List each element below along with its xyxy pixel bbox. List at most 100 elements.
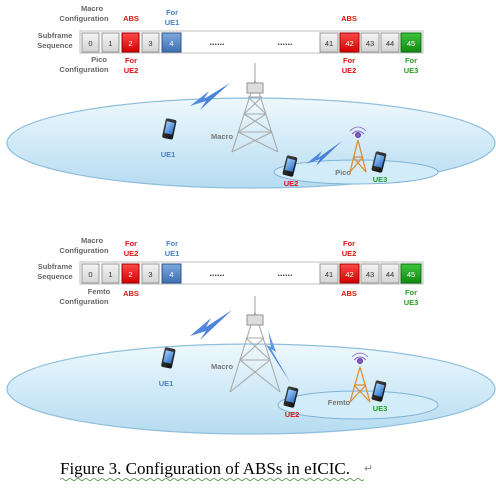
svg-text:45: 45 bbox=[407, 39, 415, 48]
lightning-bolt-macro-to-ue2 bbox=[266, 330, 290, 382]
note-bottom-sf42: ABS bbox=[341, 289, 357, 298]
svg-text:1: 1 bbox=[108, 270, 112, 279]
bottom-config-label-line2: Configuration bbox=[59, 65, 109, 74]
ue2-phone-icon bbox=[283, 386, 299, 408]
ue1-phone-icon bbox=[162, 118, 177, 140]
macro-label: Macro bbox=[211, 362, 234, 371]
note-bottom-sf45-line1: For bbox=[405, 56, 417, 65]
svg-text:0: 0 bbox=[88, 270, 92, 279]
subframe-cell-44: 44 bbox=[380, 263, 400, 284]
subframe-cell-0: 0 bbox=[81, 32, 100, 53]
subframe-ellipsis-left: ...... bbox=[209, 37, 224, 47]
note-bottom-sf2-line1: For bbox=[125, 56, 137, 65]
subframe-cell-3: 3 bbox=[141, 263, 160, 284]
spellcheck-underline bbox=[60, 478, 364, 481]
subframe-cell-45-ue3: 45 bbox=[400, 263, 422, 284]
subframe-cell-4-ue1: 4 bbox=[161, 32, 182, 53]
subframe-cell-41: 41 bbox=[319, 32, 339, 53]
macro-tower-icon bbox=[229, 296, 281, 393]
row-label-line1: Subframe bbox=[38, 31, 73, 40]
subframe-cell-44: 44 bbox=[380, 32, 400, 53]
subframe-cell-0: 0 bbox=[81, 263, 100, 284]
note-bottom-sf2-line2: UE2 bbox=[124, 66, 139, 75]
svg-text:42: 42 bbox=[345, 39, 353, 48]
bottom-config-label-line2: Configuration bbox=[59, 297, 109, 306]
subframe-cell-1: 1 bbox=[101, 263, 120, 284]
note-top-sf2-line1: For bbox=[125, 239, 137, 248]
svg-text:44: 44 bbox=[386, 39, 394, 48]
femto-coverage-ellipse bbox=[277, 390, 439, 420]
row-label-line2: Sequence bbox=[37, 272, 72, 281]
ue3-label: UE3 bbox=[373, 175, 388, 184]
macro-tower-icon bbox=[231, 63, 279, 153]
svg-text:2: 2 bbox=[128, 39, 132, 48]
svg-text:42: 42 bbox=[345, 270, 353, 279]
figure-caption-text: Figure 3. Configuration of ABSs in eICIC… bbox=[60, 459, 350, 478]
svg-text:3: 3 bbox=[148, 39, 152, 48]
subframe-cell-43: 43 bbox=[360, 263, 380, 284]
row-label-line1: Subframe bbox=[38, 262, 73, 271]
macro-label: Macro bbox=[211, 132, 234, 141]
note-top-sf2: ABS bbox=[123, 14, 139, 23]
ue2-phone-icon bbox=[282, 155, 298, 177]
paragraph-return-mark: ↵ bbox=[364, 463, 374, 475]
top-config-label-line1: Macro bbox=[81, 4, 104, 13]
svg-text:4: 4 bbox=[169, 270, 173, 279]
lightning-bolt-pico-to-ue2 bbox=[306, 141, 342, 166]
svg-text:41: 41 bbox=[325, 270, 333, 279]
subframe-ellipsis-left: ...... bbox=[209, 268, 224, 278]
lightning-bolt-macro-to-ue1 bbox=[190, 83, 230, 110]
ue3-label: UE3 bbox=[373, 404, 388, 413]
subframe-cell-2-abs: 2 bbox=[121, 32, 140, 53]
note-bottom-sf45-line1: For bbox=[405, 288, 417, 297]
top-config-label-line2: Configuration bbox=[59, 246, 109, 255]
note-bottom-sf2: ABS bbox=[123, 289, 139, 298]
macro-coverage-ellipse bbox=[6, 343, 496, 435]
svg-text:3: 3 bbox=[148, 270, 152, 279]
subframe-cell-41: 41 bbox=[319, 263, 339, 284]
pico-coverage-ellipse bbox=[273, 159, 439, 185]
note-bottom-sf42-line1: For bbox=[343, 56, 355, 65]
subframe-cell-2-abs: 2 bbox=[121, 263, 140, 284]
note-bottom-sf42-line2: UE2 bbox=[342, 66, 357, 75]
ue3-phone-icon bbox=[371, 380, 387, 402]
ue1-label: UE1 bbox=[161, 150, 176, 159]
svg-text:41: 41 bbox=[325, 39, 333, 48]
row-label-line2: Sequence bbox=[37, 41, 72, 50]
subframe-cell-43: 43 bbox=[360, 32, 380, 53]
eicic-abs-diagram: Macro Configuration Subframe Sequence Pi… bbox=[6, 4, 496, 435]
subframe-cell-1: 1 bbox=[101, 32, 120, 53]
lightning-bolt-macro-to-ue1 bbox=[190, 310, 232, 340]
svg-text:2: 2 bbox=[128, 270, 132, 279]
svg-text:4: 4 bbox=[169, 39, 173, 48]
note-top-sf42-line1: For bbox=[343, 239, 355, 248]
note-top-sf4-line1: For bbox=[166, 239, 178, 248]
note-top-sf4-line2: UE1 bbox=[165, 18, 180, 27]
svg-text:1: 1 bbox=[108, 39, 112, 48]
svg-text:43: 43 bbox=[366, 39, 374, 48]
pico-label: Pico bbox=[335, 168, 351, 177]
subframe-cell-42-abs: 42 bbox=[339, 32, 360, 53]
subframe-cell-42-abs: 42 bbox=[339, 263, 360, 284]
note-bottom-sf45-line2: UE3 bbox=[404, 298, 419, 307]
panel-pico: Macro Configuration Subframe Sequence Pi… bbox=[6, 4, 496, 189]
femto-label: Femto bbox=[328, 398, 351, 407]
panel-femto: Macro Configuration Subframe Sequence Fe… bbox=[6, 236, 496, 435]
subframe-ellipsis-right: ...... bbox=[277, 37, 292, 47]
ue2-label: UE2 bbox=[284, 179, 299, 188]
subframe-cell-3: 3 bbox=[141, 32, 160, 53]
note-top-sf4-line2: UE1 bbox=[165, 249, 180, 258]
note-bottom-sf45-line2: UE3 bbox=[404, 66, 419, 75]
figure-caption: Figure 3. Configuration of ABSs in eICIC… bbox=[0, 459, 496, 485]
note-top-sf2-line2: UE2 bbox=[124, 249, 139, 258]
subframe-ellipsis-right: ...... bbox=[277, 268, 292, 278]
femto-tower-icon bbox=[349, 352, 371, 403]
pico-tower-icon bbox=[349, 126, 367, 173]
ue2-label: UE2 bbox=[285, 410, 300, 419]
svg-text:45: 45 bbox=[407, 270, 415, 279]
note-top-sf4-line1: For bbox=[166, 8, 178, 17]
ue1-phone-icon bbox=[161, 347, 176, 369]
ue1-label: UE1 bbox=[159, 379, 174, 388]
subframe-cell-45-ue3: 45 bbox=[400, 32, 422, 53]
bottom-config-label-line1: Pico bbox=[91, 55, 107, 64]
